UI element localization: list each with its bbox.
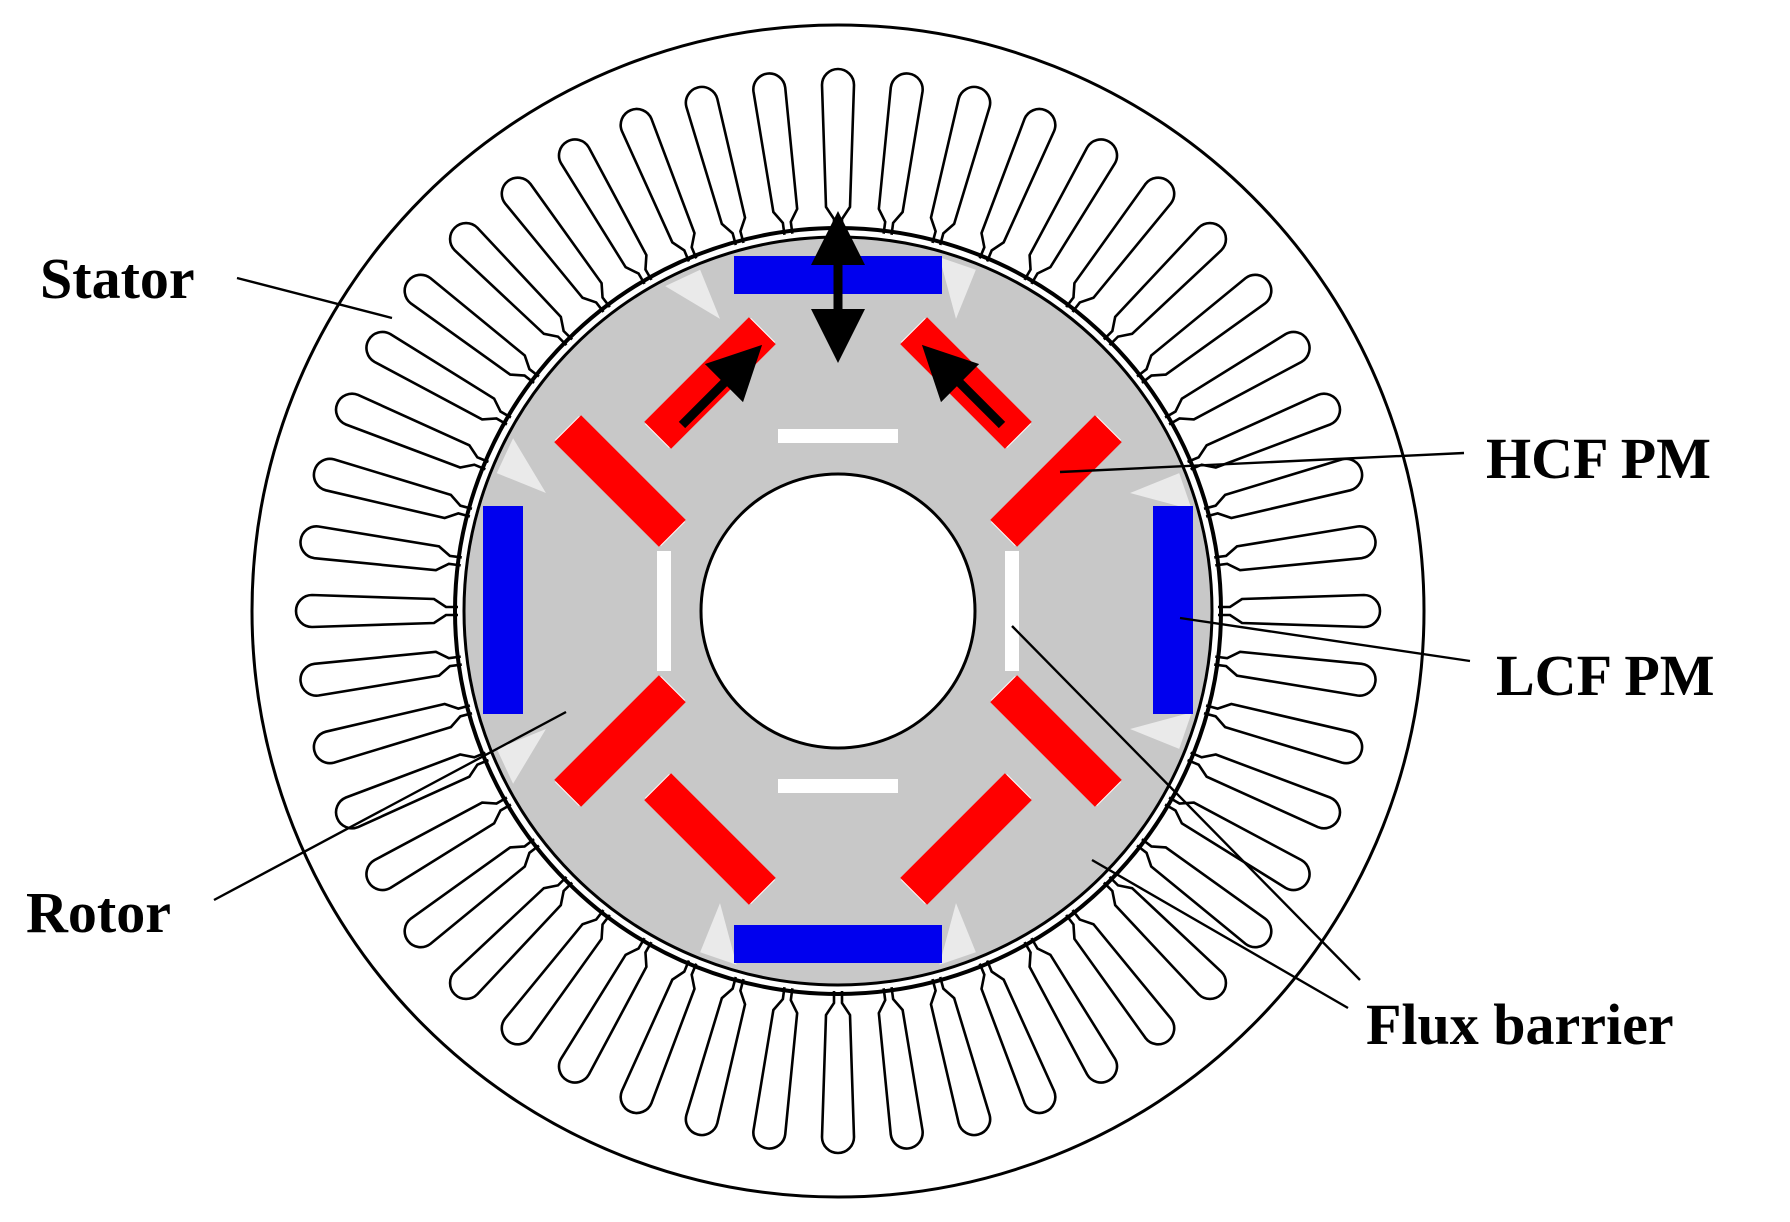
stator-slot xyxy=(500,909,611,1046)
flux-barrier-leader-2 xyxy=(1091,858,1349,1010)
flux-barrier-inner xyxy=(778,779,898,793)
stator-slot xyxy=(500,176,611,313)
flux-barrier-leader-1 xyxy=(1011,625,1361,981)
magnetization-arrow-right xyxy=(921,344,1006,429)
stator-slot xyxy=(365,330,512,426)
stator-slot xyxy=(403,273,540,384)
stator-slot xyxy=(877,987,924,1150)
shaft-hole xyxy=(699,472,977,750)
stator-slot xyxy=(1136,273,1273,384)
stator-slot xyxy=(1214,650,1377,697)
hcf-pm-magnet xyxy=(990,675,1122,807)
stator-slot xyxy=(299,525,462,572)
stator-leader xyxy=(236,276,393,320)
stator-slot xyxy=(820,67,856,231)
stator-slot xyxy=(929,976,992,1137)
hcf-pm-magnet xyxy=(990,415,1122,547)
stator-slot xyxy=(334,751,489,830)
stator-slot xyxy=(978,107,1057,262)
hcf-pm-label: HCF PM xyxy=(1486,426,1711,491)
stator-slot xyxy=(1023,138,1119,285)
stator-slot xyxy=(1218,593,1382,629)
stator-slot xyxy=(1187,751,1342,830)
flux-barriers xyxy=(496,257,1192,965)
lcf-pm-magnet xyxy=(483,506,523,714)
hcf-pm-magnet xyxy=(644,773,776,905)
lcf-pm-leader xyxy=(1179,616,1471,663)
stator-slots xyxy=(294,67,1382,1155)
stator-slot xyxy=(1136,838,1273,949)
lcf-pm-magnet xyxy=(1153,506,1193,714)
flux-barrier-outer xyxy=(939,903,976,965)
rotor-label: Rotor xyxy=(26,880,171,945)
stator-slot xyxy=(1164,796,1311,892)
leader-lines xyxy=(213,276,1471,1010)
stator-slot xyxy=(820,991,856,1155)
stator-slot xyxy=(365,796,512,892)
stator-slot xyxy=(929,85,992,246)
stator-slot xyxy=(1065,176,1176,313)
flux-barrier-outer xyxy=(665,269,720,319)
hcf-pm-magnet xyxy=(554,675,686,807)
stator-slot xyxy=(1187,392,1342,471)
lcf-pm-magnet xyxy=(734,925,942,963)
flux-barrier-outer xyxy=(939,257,976,319)
hcf-pm-magnet xyxy=(554,415,686,547)
hcf-pm-magnet xyxy=(900,773,1032,905)
rotor-leader xyxy=(213,710,567,902)
stator-slot xyxy=(1102,875,1228,1001)
flux-barrier-outer xyxy=(496,438,546,493)
stator-slot xyxy=(1065,909,1176,1046)
flux-barrier-label: Flux barrier xyxy=(1366,992,1674,1057)
flux-barrier-outer xyxy=(1130,473,1192,510)
stator-slot xyxy=(1102,221,1228,347)
stator-slot xyxy=(978,960,1057,1115)
stator-slot xyxy=(619,960,698,1115)
flux-barrier-inner xyxy=(1005,551,1019,671)
stator-slot xyxy=(1203,702,1364,765)
stator-slot xyxy=(619,107,698,262)
stator-slot xyxy=(684,85,747,246)
stator-slot xyxy=(312,457,473,520)
stator-slot xyxy=(334,392,489,471)
stator-slot xyxy=(448,221,574,347)
flux-barrier-outer xyxy=(496,729,546,784)
stator-slot xyxy=(312,702,473,765)
flux-barrier-outer xyxy=(700,903,737,965)
stator-slot xyxy=(294,593,458,629)
stator-slot xyxy=(1214,525,1377,572)
stator-label: Stator xyxy=(40,246,195,311)
stator-slot xyxy=(403,838,540,949)
stator-slot xyxy=(557,937,653,1084)
stator-slot xyxy=(1023,937,1119,1084)
stator-slot xyxy=(684,976,747,1137)
hcf-pm-leader xyxy=(1059,451,1465,474)
flux-barrier-inner xyxy=(657,551,671,671)
stator-slot xyxy=(557,138,653,285)
stator-slot xyxy=(1164,330,1311,426)
flux-barrier-inner xyxy=(778,429,898,443)
magnetization-arrows xyxy=(678,211,1006,429)
lcf-pm-label: LCF PM xyxy=(1496,643,1715,708)
stator-slot xyxy=(752,72,799,235)
stator-slot xyxy=(877,72,924,235)
stator-slot xyxy=(299,650,462,697)
stator-slot xyxy=(448,875,574,1001)
flux-barrier-outer xyxy=(1130,712,1192,749)
magnetization-arrow-left xyxy=(678,344,763,429)
stator-slot xyxy=(752,987,799,1150)
